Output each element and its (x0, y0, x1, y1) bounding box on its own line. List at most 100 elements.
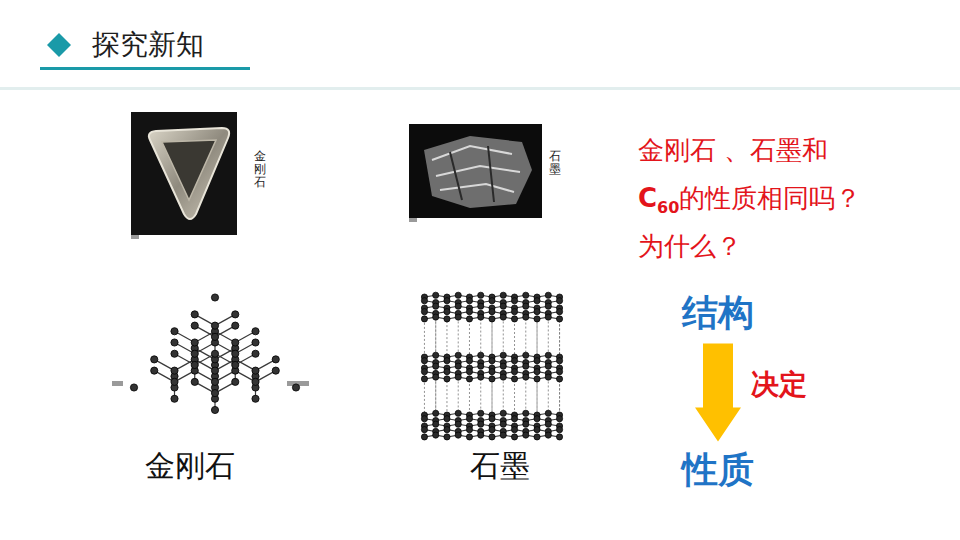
carbon-atom (455, 410, 461, 416)
carbon-layer (421, 352, 562, 382)
carbon-atom (466, 316, 472, 322)
carbon-atom (421, 298, 427, 304)
carbon-atom (489, 316, 495, 322)
question-text: 的性质相同吗？ (679, 183, 861, 213)
carbon-atom (511, 316, 517, 322)
carbon-layer (421, 292, 562, 322)
carbon-atom (171, 367, 178, 374)
carbon-atom (433, 374, 439, 380)
carbon-atom (478, 352, 484, 358)
carbon-atom (421, 376, 427, 382)
carbon-atom (421, 316, 427, 322)
carbon-atom (523, 352, 529, 358)
header-rule (0, 87, 960, 90)
carbon-atom (523, 432, 529, 438)
carbon-layer (421, 410, 562, 440)
carbon-atom (500, 421, 506, 427)
carbon-atom (511, 369, 517, 375)
carbon-atom (466, 416, 472, 422)
carbon-atom (444, 434, 450, 440)
carbon-atom (433, 314, 439, 320)
carbon-atom (433, 352, 439, 358)
carbon-atom (500, 292, 506, 298)
carbon-atom (455, 303, 461, 309)
carbon-atom (545, 410, 551, 416)
carbon-atom (444, 416, 450, 422)
concept-node: 性质 (676, 444, 760, 497)
carbon-atom (151, 367, 158, 374)
carbon-atom (545, 363, 551, 369)
carbon-atom (556, 369, 562, 375)
carbon-atom (466, 309, 472, 315)
graphite-photo (409, 124, 542, 222)
carbon-atom (500, 410, 506, 416)
carbon-atom (232, 378, 239, 385)
carbon-atom (489, 358, 495, 364)
carbon-atom (444, 298, 450, 304)
concept-text: 性质 (682, 446, 754, 495)
formula-symbol: C (638, 183, 657, 213)
carbon-atom (489, 416, 495, 422)
carbon-atom (232, 339, 239, 346)
carbon-atom (478, 374, 484, 380)
structure-caption: 金刚石 (145, 446, 235, 487)
carbon-atom (489, 369, 495, 375)
carbon-atom (171, 395, 178, 402)
carbon-atom (444, 309, 450, 315)
carbon-atom (171, 350, 178, 357)
diamond-photo (131, 112, 237, 239)
carbon-atom (211, 350, 218, 357)
carbon-atom (500, 303, 506, 309)
carbon-atom (232, 361, 239, 368)
carbon-atom (478, 363, 484, 369)
carbon-atom (466, 358, 472, 364)
carbon-atom (191, 361, 198, 368)
carbon-atom (545, 421, 551, 427)
carbon-atom (489, 427, 495, 433)
carbon-atom (272, 367, 279, 374)
carbon-atom (556, 376, 562, 382)
carbon-atom (455, 363, 461, 369)
carbon-atom (556, 434, 562, 440)
carbon-atom (545, 314, 551, 320)
carbon-atom (455, 432, 461, 438)
title-diamond-icon (47, 33, 71, 57)
carbon-atom (444, 316, 450, 322)
photo-label: 石墨 (549, 150, 561, 176)
carbon-atom (455, 292, 461, 298)
carbon-atom (191, 350, 198, 357)
carbon-atom (433, 292, 439, 298)
question-line: 金刚石 、石墨和 (638, 133, 828, 168)
carbon-atom (556, 416, 562, 422)
carbon-atom (421, 309, 427, 315)
carbon-atom (433, 432, 439, 438)
carbon-atom (478, 432, 484, 438)
carbon-atom (211, 333, 218, 340)
carbon-atom (252, 328, 259, 335)
carbon-atom (523, 303, 529, 309)
carbon-atom (433, 303, 439, 309)
carbon-atom (444, 369, 450, 375)
carbon-atom (534, 358, 540, 364)
slide-title: 探究新知 (92, 26, 204, 64)
carbon-atom (556, 316, 562, 322)
carbon-atom (211, 378, 218, 385)
carbon-atom (545, 303, 551, 309)
carbon-atom (130, 384, 137, 391)
carbon-atom (232, 311, 239, 318)
carbon-atom (191, 378, 198, 385)
carbon-atom (511, 309, 517, 315)
carbon-atom (534, 376, 540, 382)
carbon-atom (500, 374, 506, 380)
carbon-atom (292, 384, 299, 391)
carbon-atom (511, 427, 517, 433)
carbon-atom (433, 410, 439, 416)
carbon-atom (500, 352, 506, 358)
carbon-atom (466, 427, 472, 433)
carbon-atom (211, 406, 218, 413)
carbon-atom (489, 309, 495, 315)
carbon-atom (556, 309, 562, 315)
carbon-atom (534, 427, 540, 433)
carbon-atom (171, 328, 178, 335)
